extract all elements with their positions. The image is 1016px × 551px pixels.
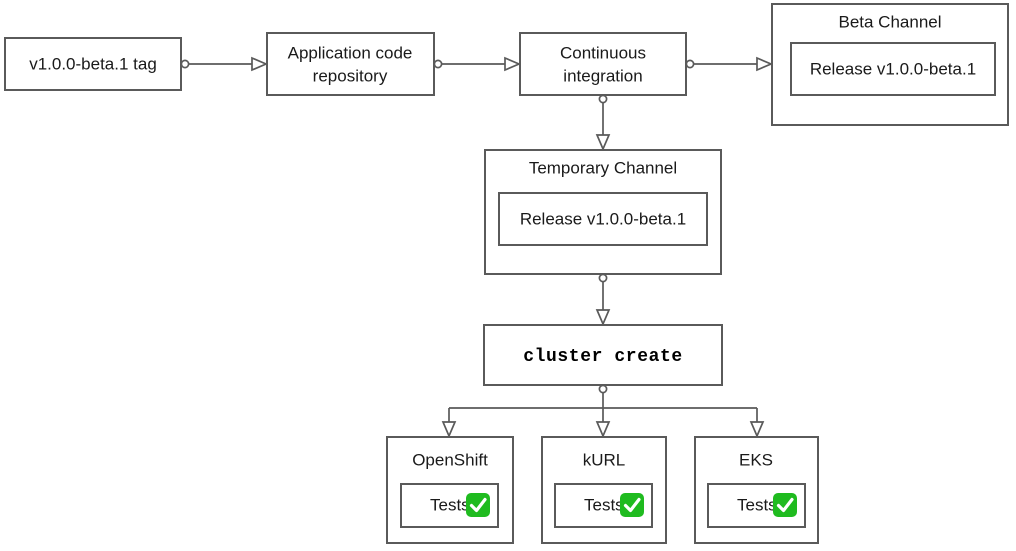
edge-cluster-create-branch-bus	[449, 384, 757, 409]
temporary-channel-group[interactable]: Temporary Channel Release v1.0.0-beta.1	[484, 149, 722, 275]
edge-temporary-channel-to-cluster-create[interactable]	[595, 273, 611, 327]
edge-ci-to-beta-channel[interactable]	[685, 56, 774, 72]
version-tag-node-box	[4, 37, 182, 91]
edge-repository-to-ci-open-arrow-icon	[504, 56, 522, 72]
edge-temporary-channel-to-cluster-create-source-circle-icon	[598, 273, 608, 283]
continuous-integration-node-label-line-2: integration	[563, 66, 642, 85]
edge-ci-to-beta-channel-open-arrow-icon	[756, 56, 774, 72]
openshift-tests-node-label: Tests	[430, 495, 470, 514]
continuous-integration-node-label-line-1: Continuous	[560, 43, 646, 62]
edge-repository-to-ci[interactable]	[433, 56, 522, 72]
temporary-channel-release-node-label: Release v1.0.0-beta.1	[520, 209, 686, 228]
application-code-repository-node-label-line-1: Application code	[288, 43, 413, 62]
edge-layer	[180, 56, 774, 439]
edge-ci-to-temporary-channel-source-circle-icon	[598, 94, 608, 104]
openshift-tests-check-mark-button-icon	[466, 493, 490, 517]
edge-tag-to-repository[interactable]	[180, 56, 269, 72]
edge-cluster-create-to-kurl[interactable]	[595, 408, 611, 439]
edge-cluster-create-to-openshift[interactable]	[441, 408, 457, 439]
version-tag-node-label: v1.0.0-beta.1 tag	[29, 54, 157, 73]
edge-tag-to-repository-source-circle-icon	[180, 59, 190, 69]
edge-cluster-create-source-circle-icon	[598, 384, 608, 394]
openshift-group-title: OpenShift	[412, 450, 488, 469]
continuous-integration-node[interactable]: Continuous integration	[519, 32, 687, 96]
cluster-create-command-node-box	[483, 324, 723, 386]
temporary-channel-release-node-box[interactable]	[498, 192, 708, 246]
edge-cluster-create-to-eks[interactable]	[749, 408, 765, 439]
beta-channel-group-title: Beta Channel	[838, 12, 941, 31]
temporary-channel-group-title: Temporary Channel	[529, 158, 677, 177]
edge-cluster-create-to-eks-open-arrow-icon	[749, 421, 765, 439]
beta-channel-release-node-label: Release v1.0.0-beta.1	[810, 59, 976, 78]
edge-cluster-create-to-kurl-open-arrow-icon	[595, 421, 611, 439]
edge-cluster-create-to-openshift-open-arrow-icon	[441, 421, 457, 439]
cluster-create-command-node-label: cluster create	[523, 347, 683, 367]
edge-ci-to-temporary-channel[interactable]	[595, 94, 611, 152]
kurl-group[interactable]: kURL Tests	[541, 436, 667, 544]
version-tag-node[interactable]: v1.0.0-beta.1 tag	[4, 37, 182, 91]
cluster-create-command-node[interactable]: cluster create	[483, 324, 723, 386]
kurl-tests-node-label: Tests	[584, 495, 624, 514]
kurl-tests-check-mark-button-icon	[620, 493, 644, 517]
beta-channel-release-node-box[interactable]	[790, 42, 996, 96]
application-code-repository-node-label-line-2: repository	[313, 66, 388, 85]
application-code-repository-node[interactable]: Application code repository	[266, 32, 435, 96]
beta-channel-group[interactable]: Beta Channel Release v1.0.0-beta.1	[771, 3, 1009, 126]
edge-ci-to-beta-channel-source-circle-icon	[685, 59, 695, 69]
openshift-group[interactable]: OpenShift Tests	[386, 436, 514, 544]
edge-repository-to-ci-source-circle-icon	[433, 59, 443, 69]
edge-ci-to-temporary-channel-open-arrow-icon	[595, 134, 611, 152]
edge-tag-to-repository-open-arrow-icon	[251, 56, 269, 72]
application-code-repository-node-box	[266, 32, 435, 96]
eks-tests-check-mark-button-icon	[773, 493, 797, 517]
edge-temporary-channel-to-cluster-create-open-arrow-icon	[595, 309, 611, 327]
kurl-group-title: kURL	[583, 450, 626, 469]
continuous-integration-node-box	[519, 32, 687, 96]
eks-tests-node-label: Tests	[737, 495, 777, 514]
eks-group[interactable]: EKS Tests	[694, 436, 819, 544]
eks-group-title: EKS	[739, 450, 773, 469]
